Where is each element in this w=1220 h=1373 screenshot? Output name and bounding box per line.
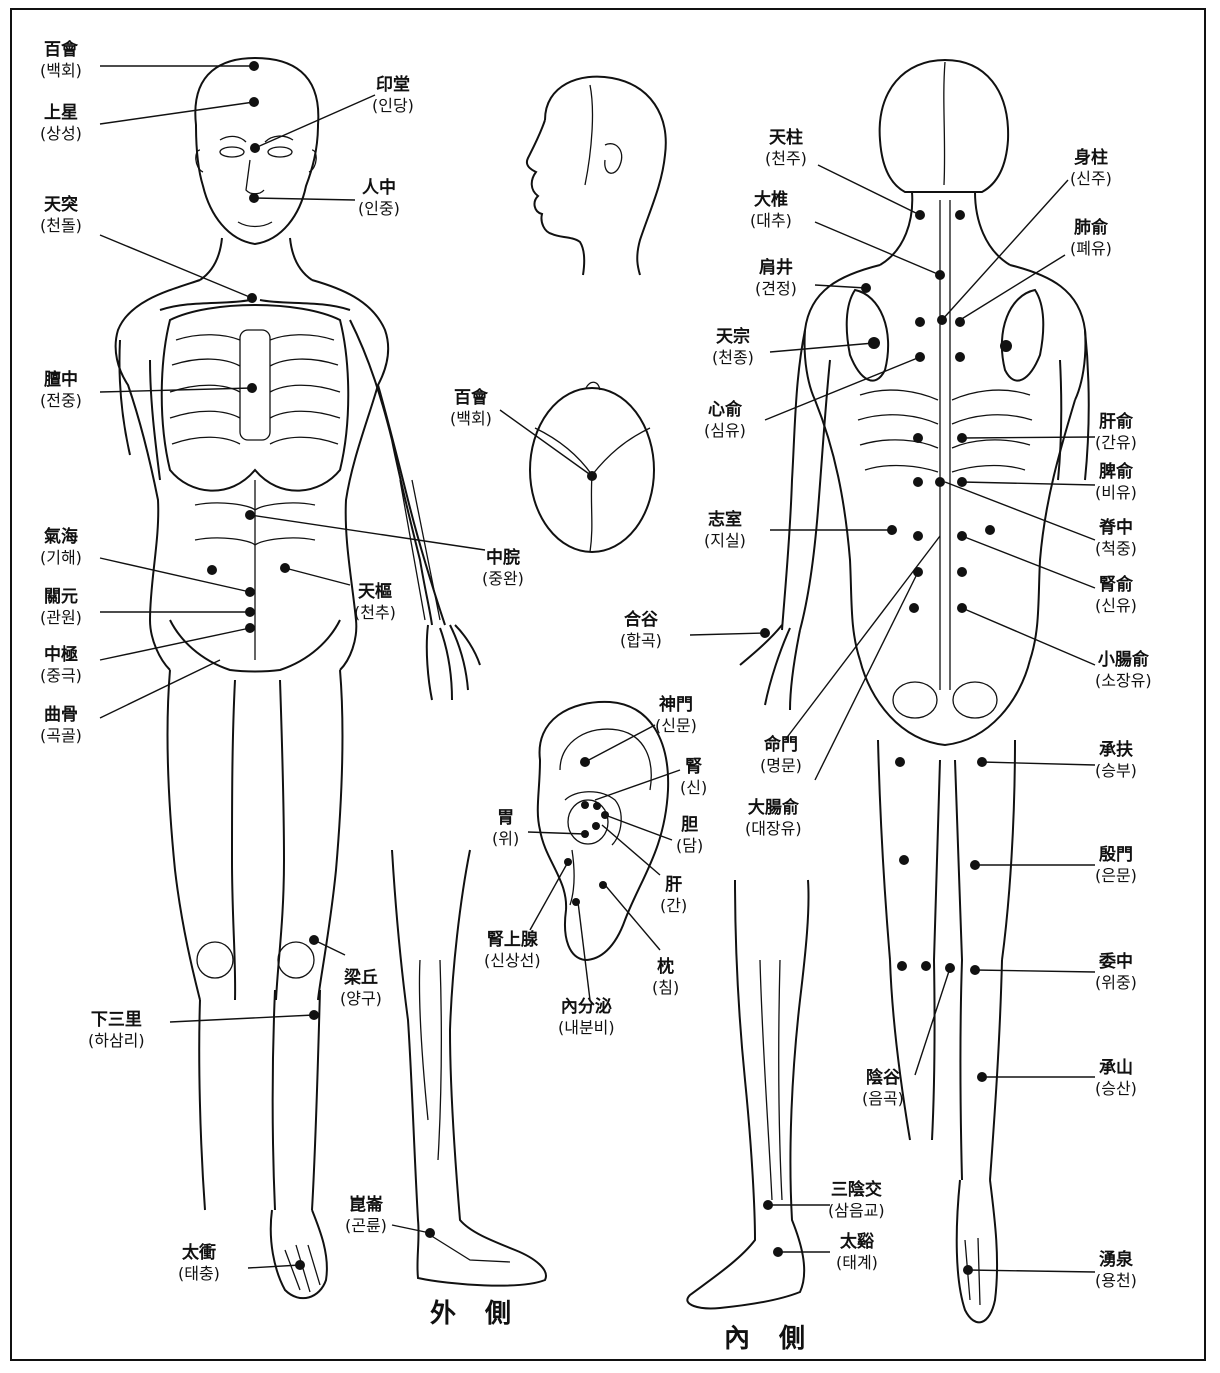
label-sangseong: 上星(상성) (40, 103, 82, 143)
label-pyeyu: 肺俞(폐유) (1070, 218, 1112, 258)
label-junggeuk: 中極(중극) (40, 645, 82, 685)
label-hasamni: 下三里(하삼리) (88, 1010, 145, 1050)
label-sojangyu: 小腸俞(소장유) (1095, 650, 1152, 690)
label-taechung: 太衝(태충) (178, 1243, 220, 1283)
top-head-points (500, 410, 597, 481)
label-cheondol: 天突(천돌) (40, 195, 82, 235)
label-sinsangseon: 腎上腺(신상선) (484, 930, 541, 970)
label-gan: 肝(간) (660, 875, 687, 915)
label-cheonchu: 天樞(천추) (354, 582, 396, 622)
outer-leg-figure (392, 850, 546, 1286)
label-baekhoe: 百會(백회) (40, 40, 82, 80)
label-injung: 人中(인중) (358, 178, 400, 218)
label-gyeonjeong: 肩井(견정) (755, 258, 797, 298)
label-sinju: 身柱(신주) (1070, 148, 1112, 188)
label-gihae: 氣海(기해) (40, 527, 82, 567)
label-simyu: 心俞(심유) (704, 400, 746, 440)
inner-leg-points (763, 1200, 830, 1257)
label-chim: 枕(침) (652, 957, 679, 997)
label-wijung: 委中(위중) (1095, 952, 1137, 992)
label-daejangyu: 大腸俞(대장유) (745, 798, 802, 838)
label-ganyu: 肝俞(간유) (1095, 412, 1137, 452)
top-head-figure (530, 382, 654, 552)
label-indang: 印堂(인당) (372, 75, 414, 115)
label-seungbu: 承扶(승부) (1095, 740, 1137, 780)
outer-leg-points (392, 1225, 435, 1238)
label-hapgok: 合谷(합곡) (620, 610, 662, 650)
caption-outer-side: 外 側 (430, 1293, 521, 1330)
label-taegye: 太谿(태계) (836, 1232, 878, 1272)
label-yanggu: 梁丘(양구) (340, 968, 382, 1008)
label-eunmun: 殷門(은문) (1095, 845, 1137, 885)
side-head-figure (527, 77, 666, 275)
label-eumgok: 陰谷(음곡) (862, 1068, 904, 1108)
label-biyu: 脾俞(비유) (1095, 462, 1137, 502)
label-gokgol: 曲骨(곡골) (40, 705, 82, 745)
label-seungsan: 承山(승산) (1095, 1058, 1137, 1098)
label-dam: 胆(담) (676, 815, 703, 855)
label-cheonju: 天柱(천주) (765, 128, 807, 168)
label-sinyu: 腎俞(신유) (1095, 575, 1137, 615)
inner-leg-figure (687, 880, 808, 1308)
label-daechu: 大椎(대추) (750, 190, 792, 230)
label-junggwan: 中脘(중완) (482, 548, 524, 588)
label-cheonjong: 天宗(천종) (712, 327, 754, 367)
label-sin: 腎(신) (680, 757, 707, 797)
label-gwanwon: 關元(관원) (40, 587, 82, 627)
label-cheokjung: 脊中(척중) (1095, 518, 1137, 558)
label-myeongmun: 命門(명문) (760, 735, 802, 775)
label-jeonjung: 膻中(전중) (40, 370, 82, 410)
label-jisil: 志室(지실) (704, 510, 746, 550)
back-body-figure (740, 60, 1089, 1322)
label-wi: 胃(위) (492, 808, 519, 848)
caption-inner-side: 內 側 (724, 1318, 815, 1355)
label-yongcheon: 湧泉(용천) (1095, 1250, 1137, 1290)
label-sinmun: 神門(신문) (655, 695, 697, 735)
label-sameumgyo: 三陰交(삼음교) (828, 1180, 885, 1220)
label-naebunbi: 內分泌(내분비) (558, 997, 615, 1037)
label-gonryun: 崑崙(곤륜) (345, 1195, 387, 1235)
label-baekhoe-top: 百會(백회) (450, 388, 492, 428)
front-body-figure (116, 58, 480, 1298)
